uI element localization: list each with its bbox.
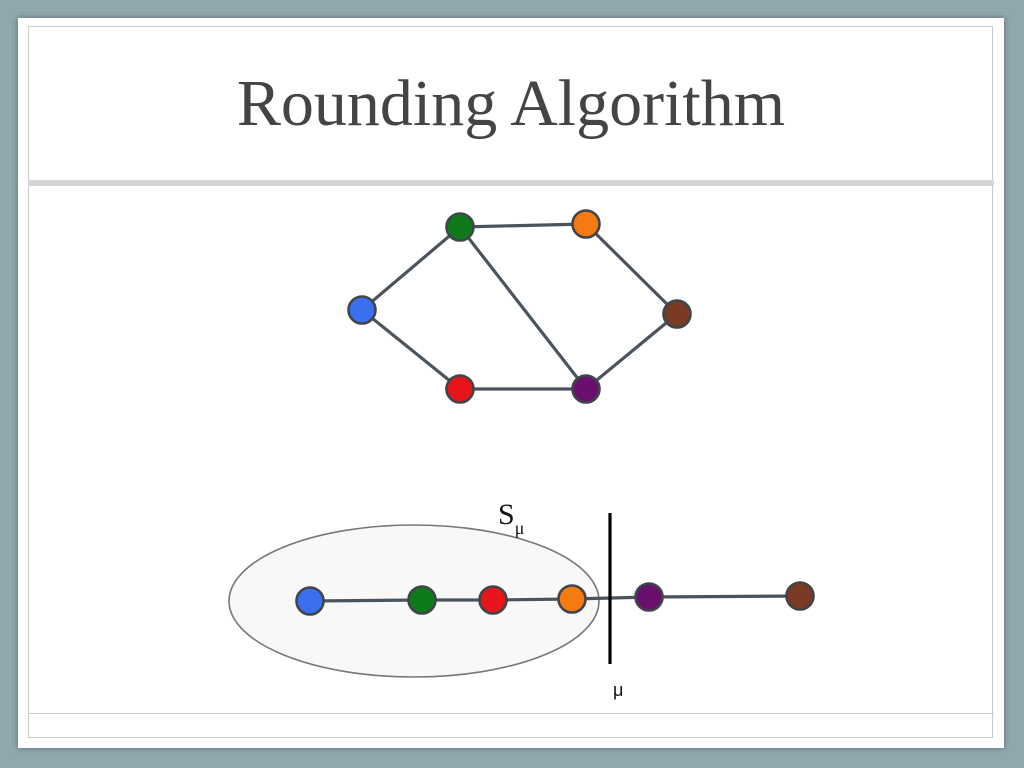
graph-edge-blue-green bbox=[360, 225, 462, 312]
graph-edge-orange-brown bbox=[584, 222, 679, 316]
graph-edge-brown-purple bbox=[584, 312, 679, 391]
line-node-purple bbox=[634, 582, 664, 612]
line-node-brown bbox=[785, 581, 815, 611]
title-divider bbox=[28, 180, 994, 186]
slide-frame bbox=[28, 26, 993, 738]
graph-nodes bbox=[347, 209, 692, 404]
graph-node-red bbox=[445, 374, 475, 404]
graph-edge-red-blue bbox=[360, 308, 462, 391]
threshold-label: μ bbox=[613, 680, 623, 700]
line-nodes bbox=[295, 581, 815, 616]
graph-node-orange bbox=[571, 209, 601, 239]
graph-node-green bbox=[445, 212, 475, 242]
line-node-orange bbox=[557, 584, 587, 614]
set-label-main: S bbox=[498, 498, 515, 531]
set-label: Sμ bbox=[498, 498, 524, 538]
footer-divider bbox=[28, 713, 994, 714]
line-node-red bbox=[478, 585, 508, 615]
line-edge-blue-green bbox=[309, 598, 423, 603]
line-node-green bbox=[407, 585, 437, 615]
graph-edges bbox=[360, 222, 679, 391]
graph-edge-green-purple bbox=[458, 226, 588, 390]
graph-node-purple bbox=[571, 374, 601, 404]
graph-node-brown bbox=[662, 299, 692, 329]
set-label-sub: μ bbox=[515, 518, 525, 538]
line-edge-purple-brown bbox=[648, 594, 801, 599]
graph-edge-green-orange bbox=[459, 222, 587, 229]
line-node-blue bbox=[295, 586, 325, 616]
slide-title: Rounding Algorithm bbox=[236, 67, 786, 140]
graph-node-blue bbox=[347, 295, 377, 325]
